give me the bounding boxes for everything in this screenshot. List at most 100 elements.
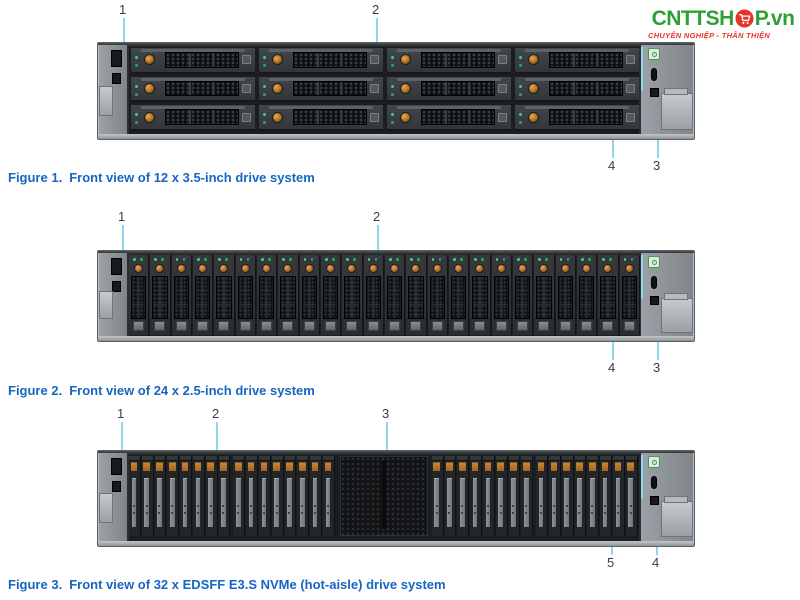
drive-activity-led [145,505,148,507]
drive-latch [367,321,379,331]
drive-activity-led [239,258,243,261]
drive-status-led [474,512,477,514]
drive-latch [538,321,550,331]
drive-grille [557,276,573,319]
drive-body [274,478,280,527]
drive-latch [370,83,379,93]
server-chassis [97,250,695,342]
drive-latch [581,321,593,331]
drive-activity-led [209,505,212,507]
drive-status-led [332,258,335,261]
drive-bay-e3s [284,456,297,536]
usb-port [112,281,121,292]
drive-activity-led [263,56,266,59]
power-button [648,456,660,468]
drive-body [169,478,175,527]
drive-activity-led [222,505,225,507]
drive-status-led [630,258,634,261]
drive-status-led [486,512,489,514]
tray-handle-bar [140,49,246,52]
drive-carrier-handle [495,456,507,461]
drive-status-led [314,512,317,514]
drive-status-led [275,512,278,514]
drive-latch [498,112,507,122]
drive-release-button [539,264,549,273]
figure-3-caption-text: Front view of 32 x EDSFF E3.S NVMe (hot-… [69,577,446,592]
drive-bay-e3s [587,456,600,536]
drive-release-button [582,264,592,273]
drive-status-led [135,64,138,67]
drive-status-led [499,512,502,514]
drive-status-led [616,512,619,514]
drive-activity-led [391,56,394,59]
drive-grille [549,80,623,97]
drive-carrier-handle [180,456,191,461]
drive-release-button [326,264,336,273]
right-control-panel [639,45,694,134]
drive-latch [498,55,507,65]
drive-activity-led [499,505,502,507]
usb-management-port [650,296,659,305]
drive-release-button [624,264,634,273]
drive-bay-2-5in [278,255,299,335]
drive-release-latch [510,462,517,471]
drive-activity-led [581,258,584,261]
drive-bay-2-5in [363,255,384,335]
drive-carrier-handle [297,456,309,461]
drive-grille [344,276,360,319]
drive-carrier-handle [154,456,166,461]
drive-status-led [502,258,506,261]
drive-carrier-handle [587,456,599,461]
drive-release-latch [522,462,530,471]
drive-activity-led [486,505,489,507]
drive-status-led [196,512,199,514]
drive-release-latch [497,462,505,471]
tray-handle-bar [140,106,246,110]
drive-release-button [528,54,539,66]
drive-activity-led [262,505,265,507]
drive-latch [197,321,209,331]
drive-body [208,478,214,527]
drive-bay-e3s [154,456,167,536]
drive-carrier-handle [457,456,469,461]
drive-activity-led [158,505,161,507]
drive-latch [623,321,635,331]
drive-body [511,478,516,527]
chassis-top-rail [98,251,694,255]
status-led-panel [111,50,122,67]
drive-latch [242,83,251,93]
drive-activity-led [154,258,157,261]
drive-bay-e3s [323,456,335,536]
drive-release-button [134,264,144,273]
drive-grille [387,276,403,319]
callout-line [122,225,124,258]
drive-grille [323,276,339,319]
callout-line [216,422,218,458]
drive-activity-led [435,505,438,507]
idrac-direct-port [651,476,657,489]
drive-status-led [222,512,225,514]
left-control-panel [98,253,129,336]
power-button [648,256,660,268]
callout-number: 5 [607,555,615,570]
drive-status-led [289,258,292,261]
drive-release-latch [311,462,319,471]
drive-activity-led [196,505,199,507]
drive-activity-led [565,505,568,507]
drive-carrier-handle [193,456,204,461]
drive-carrier-handle [431,456,443,461]
drive-activity-led [197,258,200,261]
drive-activity-led [237,505,240,507]
drive-body [434,478,440,527]
drive-activity-led [325,258,328,261]
drive-carrier-handle [284,456,296,461]
drive-release-latch [324,462,332,471]
tray-handle-bar [396,49,502,52]
drive-body [248,478,254,527]
drive-release-latch [433,462,441,471]
drive-carrier-handle [167,456,179,461]
drive-grille [301,276,317,319]
tray-handle-bar [268,49,374,52]
drive-release-button [155,264,165,273]
drive-grille [408,276,424,319]
